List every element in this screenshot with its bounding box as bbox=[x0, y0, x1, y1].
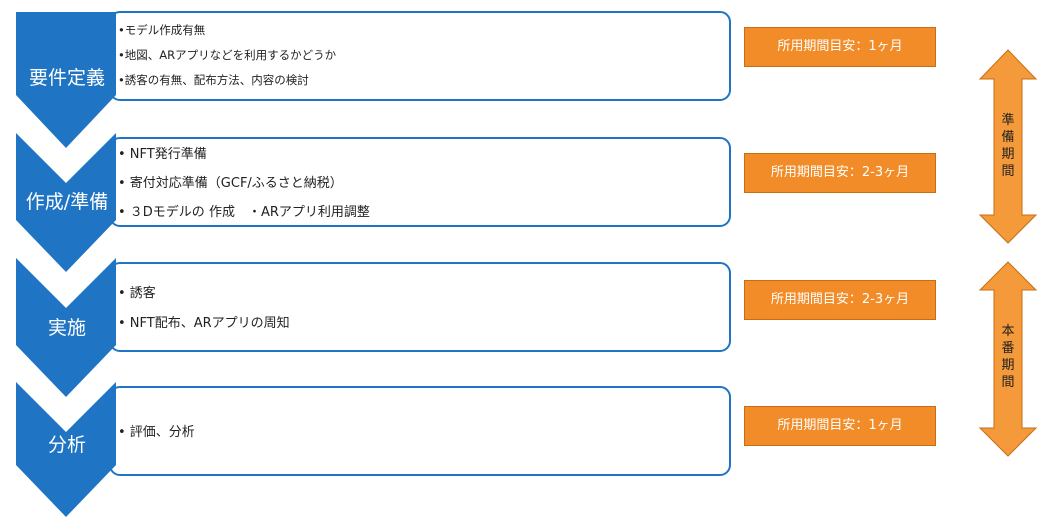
list-item: • 誘客 bbox=[118, 286, 156, 301]
list-item: •地図、ARアプリなどを利用するかどうか bbox=[118, 48, 337, 62]
phase-label-preparation: 作成/準備 bbox=[25, 191, 109, 213]
list-item: •モデル作成有無 bbox=[118, 23, 206, 37]
list-item: • NFT発行準備 bbox=[118, 147, 207, 162]
phase-chevron-4 bbox=[16, 382, 116, 517]
duration-badge-2: 所用期間目安：2-3ヶ月 bbox=[744, 153, 936, 193]
phase-chevron-2 bbox=[16, 133, 116, 272]
phase-chevron-3 bbox=[16, 258, 116, 397]
preparation-period-label: 準備期間 bbox=[1001, 113, 1015, 179]
phase-label-analysis: 分析 bbox=[47, 434, 86, 456]
phase-box-3 bbox=[109, 262, 731, 352]
phase-chevron-1 bbox=[16, 12, 116, 148]
duration-badge-3: 所用期間目安：2-3ヶ月 bbox=[744, 280, 936, 320]
phase-label-requirements: 要件定義 bbox=[28, 67, 105, 89]
duration-badge-1: 所用期間目安：1ヶ月 bbox=[744, 27, 936, 67]
phase-label-execution: 実施 bbox=[47, 317, 86, 339]
list-item: • ３Dモデルの 作成 ・ARアプリ利用調整 bbox=[118, 205, 370, 220]
phase-box-4 bbox=[109, 386, 731, 476]
list-item: • 評価、分析 bbox=[118, 425, 195, 440]
preparation-period-arrow bbox=[978, 49, 1038, 244]
duration-badge-4: 所用期間目安：1ヶ月 bbox=[744, 406, 936, 446]
list-item: •誘客の有無、配布方法、内容の検討 bbox=[118, 73, 309, 87]
list-item: • 寄付対応準備（GCF/ふるさと納税） bbox=[118, 176, 343, 191]
main-period-arrow bbox=[978, 261, 1038, 457]
list-item: • NFT配布、ARアプリの周知 bbox=[118, 316, 290, 331]
main-period-label: 本番期間 bbox=[1001, 324, 1015, 390]
